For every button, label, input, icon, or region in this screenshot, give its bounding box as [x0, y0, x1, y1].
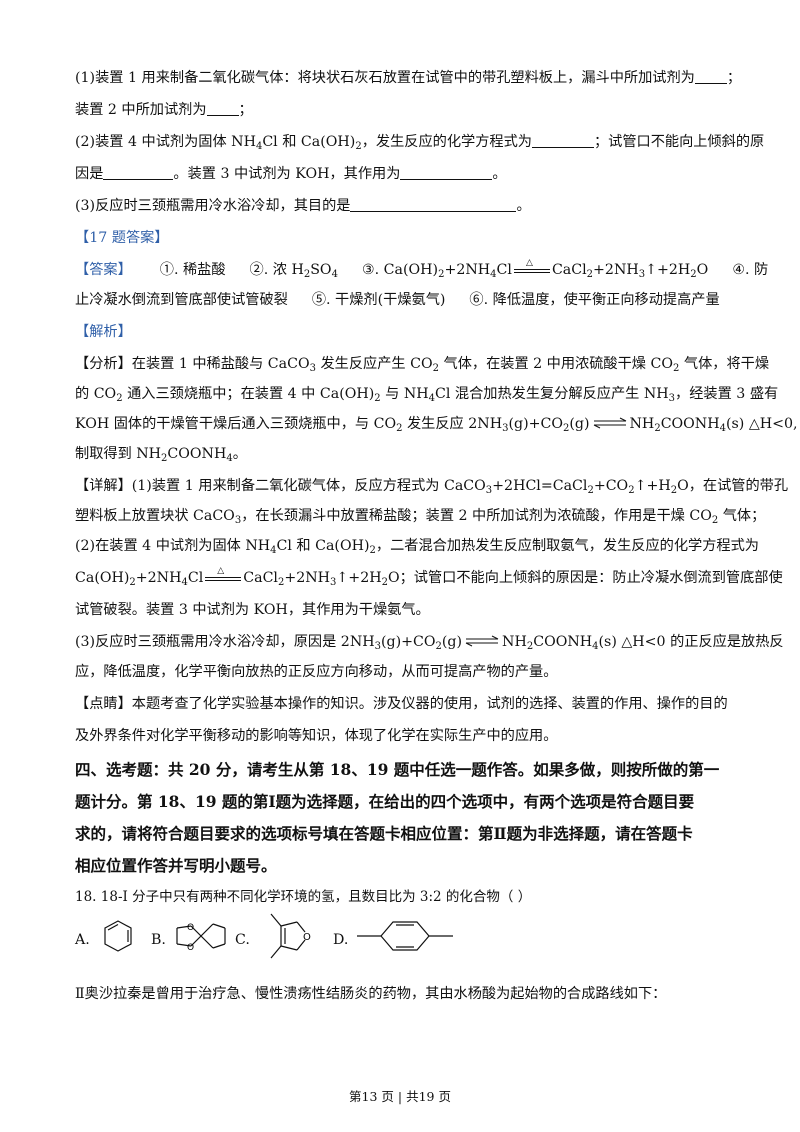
- answer-blank[interactable]: [350, 197, 517, 212]
- q-part-1b: 装置 2 中所加试剂为；: [75, 101, 253, 118]
- option-d[interactable]: D.: [333, 910, 483, 970]
- q18-part-2: Ⅱ奥沙拉秦是曾用于治疗急、慢性溃疡性结肠炎的药物，其由水杨酸为起始物的合成路线如…: [75, 986, 667, 1002]
- reversible-arrow-icon: [593, 417, 626, 429]
- svg-text:O: O: [187, 943, 194, 953]
- heat-condition-sign: △: [513, 259, 550, 275]
- dimethyl-dihydrofuran-structure-icon: O: [270, 913, 311, 959]
- detail-line-5: 试管破裂。装置 3 中试剂为 KOH，其作用为干燥氨气。: [75, 602, 430, 618]
- section4-line-3: 求的，请将符合题目要求的选项标号填在答题卡相应位置：第Ⅱ题为非选择题，请在答题卡: [75, 824, 693, 843]
- q-part-3: (3)反应时三颈瓶需用冷水浴冷却，其目的是。: [75, 197, 531, 214]
- analysis-line-4: 制取得到 NH2COONH4。: [75, 446, 247, 464]
- answer-blank[interactable]: [206, 101, 239, 116]
- option-a[interactable]: A.: [75, 910, 155, 970]
- spiro-dioxolane-structure-icon: O O: [176, 923, 226, 953]
- detail-line-6: (3)反应时三颈瓶需用冷水浴冷却，原因是 2NH3(g)+CO2(g)NH2CO…: [75, 634, 784, 652]
- section4-line-1: 四、选考题：共 20 分，请考生从第 18、19 题中任选一题作答。如果多做，则…: [75, 760, 720, 779]
- detail-line-2: 塑料板上放置块状 CaCO3，在长颈漏斗中放置稀盐酸；装置 2 中所加试剂为浓硫…: [75, 508, 766, 526]
- detail-line-7: 应，降低温度，化学平衡向放热的正反应方向移动，从而可提高产物的产量。: [75, 664, 558, 680]
- svg-text:O: O: [187, 923, 194, 933]
- jiexi-label: 【解析】: [75, 324, 132, 340]
- cyclohexadiene-structure-icon: [104, 920, 132, 952]
- q-part-2a: (2)装置 4 中试剂为固体 NH4Cl 和 Ca(OH)2，发生反应的化学方程…: [75, 133, 765, 152]
- answer-blank[interactable]: [694, 69, 727, 84]
- detail-line-4: Ca(OH)2+2NH4Cl△CaCl2+2NH3↑+2H2O；试管口不能向上倾…: [75, 566, 783, 589]
- reversible-arrow-icon: [465, 635, 499, 647]
- analysis-line-1: 【分析】在装置 1 中稀盐酸与 CaCO3 发生反应产生 CO2 气体，在装置 …: [75, 356, 770, 374]
- answer-label: 【答案】: [75, 262, 132, 278]
- q-part-2b: 因是。装置 3 中试剂为 KOH，其作用为。: [75, 165, 507, 182]
- page-footer: 第13 页 | 共19 页: [349, 1089, 451, 1104]
- note-line-1: 【点睛】本题考查了化学实验基本操作的知识。涉及仪器的使用，试剂的选择、装置的作用…: [75, 696, 728, 712]
- note-line-2: 及外界条件对化学平衡移动的影响等知识，体现了化学在实际生产中的应用。: [75, 728, 558, 744]
- q18-options: A. B. O O: [75, 910, 735, 970]
- section4-line-4: 相应位置作答并写明小题号。: [75, 856, 277, 875]
- answer-blank[interactable]: [103, 165, 174, 180]
- detail-line-3: (2)在装置 4 中试剂为固体 NH4Cl 和 Ca(OH)2，二者混合加热发生…: [75, 538, 759, 556]
- svg-text:O: O: [303, 932, 311, 943]
- analysis-line-3: KOH 固体的干燥管干燥后通入三颈烧瓶中，与 CO2 发生反应 2NH3(g)+…: [75, 416, 798, 434]
- q18-stem: 18. 18-Ⅰ 分子中只有两种不同化学环境的氢，且数目比为 3:2 的化合物（…: [75, 889, 532, 905]
- heat-condition-sign: △: [205, 567, 242, 583]
- answer-header: 【17 题答案】: [75, 230, 169, 246]
- option-c[interactable]: C. O: [235, 910, 325, 970]
- section4-line-2: 题计分。第 18、19 题的第Ⅰ题为选择题，在给出的四个选项中，有两个选项是符合…: [75, 792, 695, 811]
- option-b[interactable]: B. O O: [151, 910, 241, 970]
- q-part-1a: (1)装置 1 用来制备二氧化碳气体：将块状石灰石放置在试管中的带孔塑料板上，漏…: [75, 69, 742, 86]
- analysis-line-2: 的 CO2 通入三颈烧瓶中；在装置 4 中 Ca(OH)2 与 NH4Cl 混合…: [75, 386, 779, 404]
- detail-line-1: 【详解】(1)装置 1 用来制备二氧化碳气体，反应方程式为 CaCO3+2HCl…: [75, 478, 789, 496]
- answer-blank[interactable]: [531, 133, 594, 148]
- p-xylene-structure-icon: [357, 921, 453, 951]
- answer-blank[interactable]: [400, 165, 493, 180]
